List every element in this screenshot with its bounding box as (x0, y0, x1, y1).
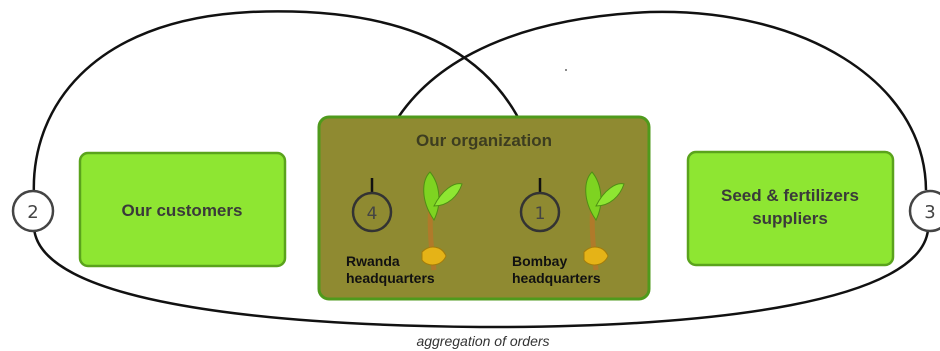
customers-label: Our customers (122, 201, 243, 220)
loop-bottom (32, 227, 930, 329)
svg-text:1: 1 (535, 204, 546, 224)
node-3: 3 (908, 189, 940, 233)
organization-label: Our organization (416, 131, 552, 150)
customers-box: Our customers (78, 151, 287, 268)
suppliers-label-line-2: suppliers (752, 209, 828, 228)
aggregation-caption: aggregation of orders (416, 333, 549, 349)
organization-box: Our organization (317, 115, 651, 301)
sprout-icon (421, 171, 463, 271)
bombay-hq-line-1: Bombay (512, 253, 567, 269)
suppliers-label-line-1: Seed & fertilizers (721, 186, 859, 205)
node-2: 2 (11, 189, 55, 233)
svg-text:2: 2 (27, 202, 38, 223)
stray-dot (565, 69, 567, 71)
svg-text:4: 4 (367, 204, 378, 224)
flow-loops (32, 10, 930, 329)
loop-left-top (32, 10, 542, 197)
node-4: 4 (351, 191, 393, 233)
rwanda-hq-line-2: headquarters (346, 270, 435, 286)
inner-connectors (370, 178, 542, 193)
sprout-icon (583, 171, 625, 271)
loop-right-top (370, 10, 928, 191)
rwanda-hq-line-1: Rwanda (346, 253, 400, 269)
bombay-hq-line-2: headquarters (512, 270, 601, 286)
svg-text:3: 3 (924, 202, 935, 223)
suppliers-box: Seed & fertilizers suppliers (686, 150, 895, 267)
node-1: 1 (519, 191, 561, 233)
